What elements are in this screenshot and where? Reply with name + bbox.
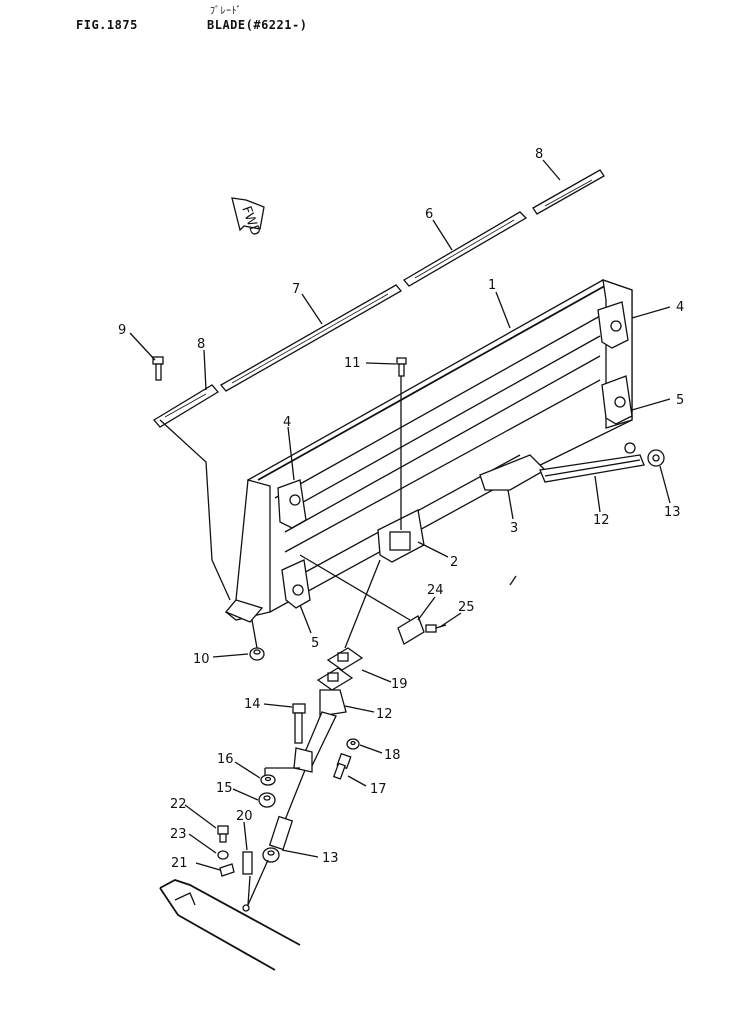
diagram-title: BLADE(#6221-): [207, 18, 308, 32]
callout-1: 1: [488, 278, 496, 293]
callout-13-upper: 13: [664, 505, 681, 520]
frame-arm: [159, 859, 301, 971]
bolt-25-icon: [425, 624, 447, 633]
bracket-5-right: [601, 375, 633, 425]
bracket-5-left: [281, 559, 311, 609]
cutting-edge-7: [220, 284, 402, 392]
callout-labels: 8 6 7 1 4 5 9 8 11 4 5 2 3 12 13 24 25 1…: [118, 147, 684, 871]
cutting-edge-6: [403, 211, 528, 287]
callout-8-left: 8: [197, 337, 205, 352]
bolt-14-icon: [292, 703, 306, 744]
washer-18-icon: [346, 738, 360, 750]
callout-19: 19: [391, 677, 408, 692]
title-japanese: ﾌﾞﾚｰﾄﾞ: [210, 6, 242, 17]
callout-12-upper: 12: [593, 513, 610, 528]
callout-6: 6: [425, 207, 433, 222]
callout-16: 16: [217, 752, 234, 767]
callout-11: 11: [344, 356, 361, 371]
callout-10: 10: [193, 652, 210, 667]
figure-number: FIG.1875: [76, 18, 138, 32]
callout-13-lower: 13: [322, 851, 339, 866]
callout-9: 9: [118, 323, 126, 338]
callout-4-left: 4: [283, 415, 291, 430]
callout-3: 3: [510, 521, 518, 536]
callout-23: 23: [170, 827, 187, 842]
callout-5-right: 5: [676, 393, 684, 408]
rod-end-13-upper: [624, 442, 665, 467]
bolt-17-icon: [332, 752, 352, 780]
nut-15-icon: [258, 792, 276, 808]
callout-5-left: 5: [311, 636, 319, 651]
pin-20-icon: [242, 851, 253, 875]
bracket-3: [479, 454, 547, 491]
washer-23-icon: [217, 850, 229, 860]
callout-20: 20: [236, 809, 253, 824]
bracket-4-left: [277, 479, 307, 529]
plate-21-icon: [219, 863, 235, 877]
callout-15: 15: [216, 781, 233, 796]
rod-end-13-lower: [262, 815, 294, 863]
callout-17: 17: [370, 782, 387, 797]
callout-4-right: 4: [676, 300, 684, 315]
bracket-4-right: [597, 301, 629, 349]
plate-24: [397, 615, 425, 645]
bolt-22-icon: [217, 825, 229, 843]
callout-21: 21: [171, 856, 188, 871]
tilt-cylinder-12-upper: [539, 454, 645, 483]
callout-22: 22: [170, 797, 187, 812]
plates-19: [316, 559, 381, 691]
callout-24: 24: [427, 583, 444, 598]
callout-8-top: 8: [535, 147, 543, 162]
cutting-edge-8-right: [532, 169, 605, 215]
callout-25: 25: [458, 600, 475, 615]
center-bracket-2: [377, 509, 425, 563]
tilt-cylinder-12-lower: [293, 689, 347, 773]
callout-14: 14: [244, 697, 261, 712]
cutting-edge-8-left: [153, 384, 219, 428]
fwd-arrow-icon: FWD: [231, 197, 265, 238]
bolt-11-icon: [396, 357, 407, 530]
callout-12-lower: 12: [376, 707, 393, 722]
callout-2: 2: [450, 555, 458, 570]
washer-16-icon: [260, 774, 276, 786]
bolt-9-icon: [152, 356, 164, 381]
callout-7: 7: [292, 282, 300, 297]
callout-18: 18: [384, 748, 401, 763]
leader-lines: [129, 159, 671, 871]
nut-10-icon: [249, 619, 265, 661]
